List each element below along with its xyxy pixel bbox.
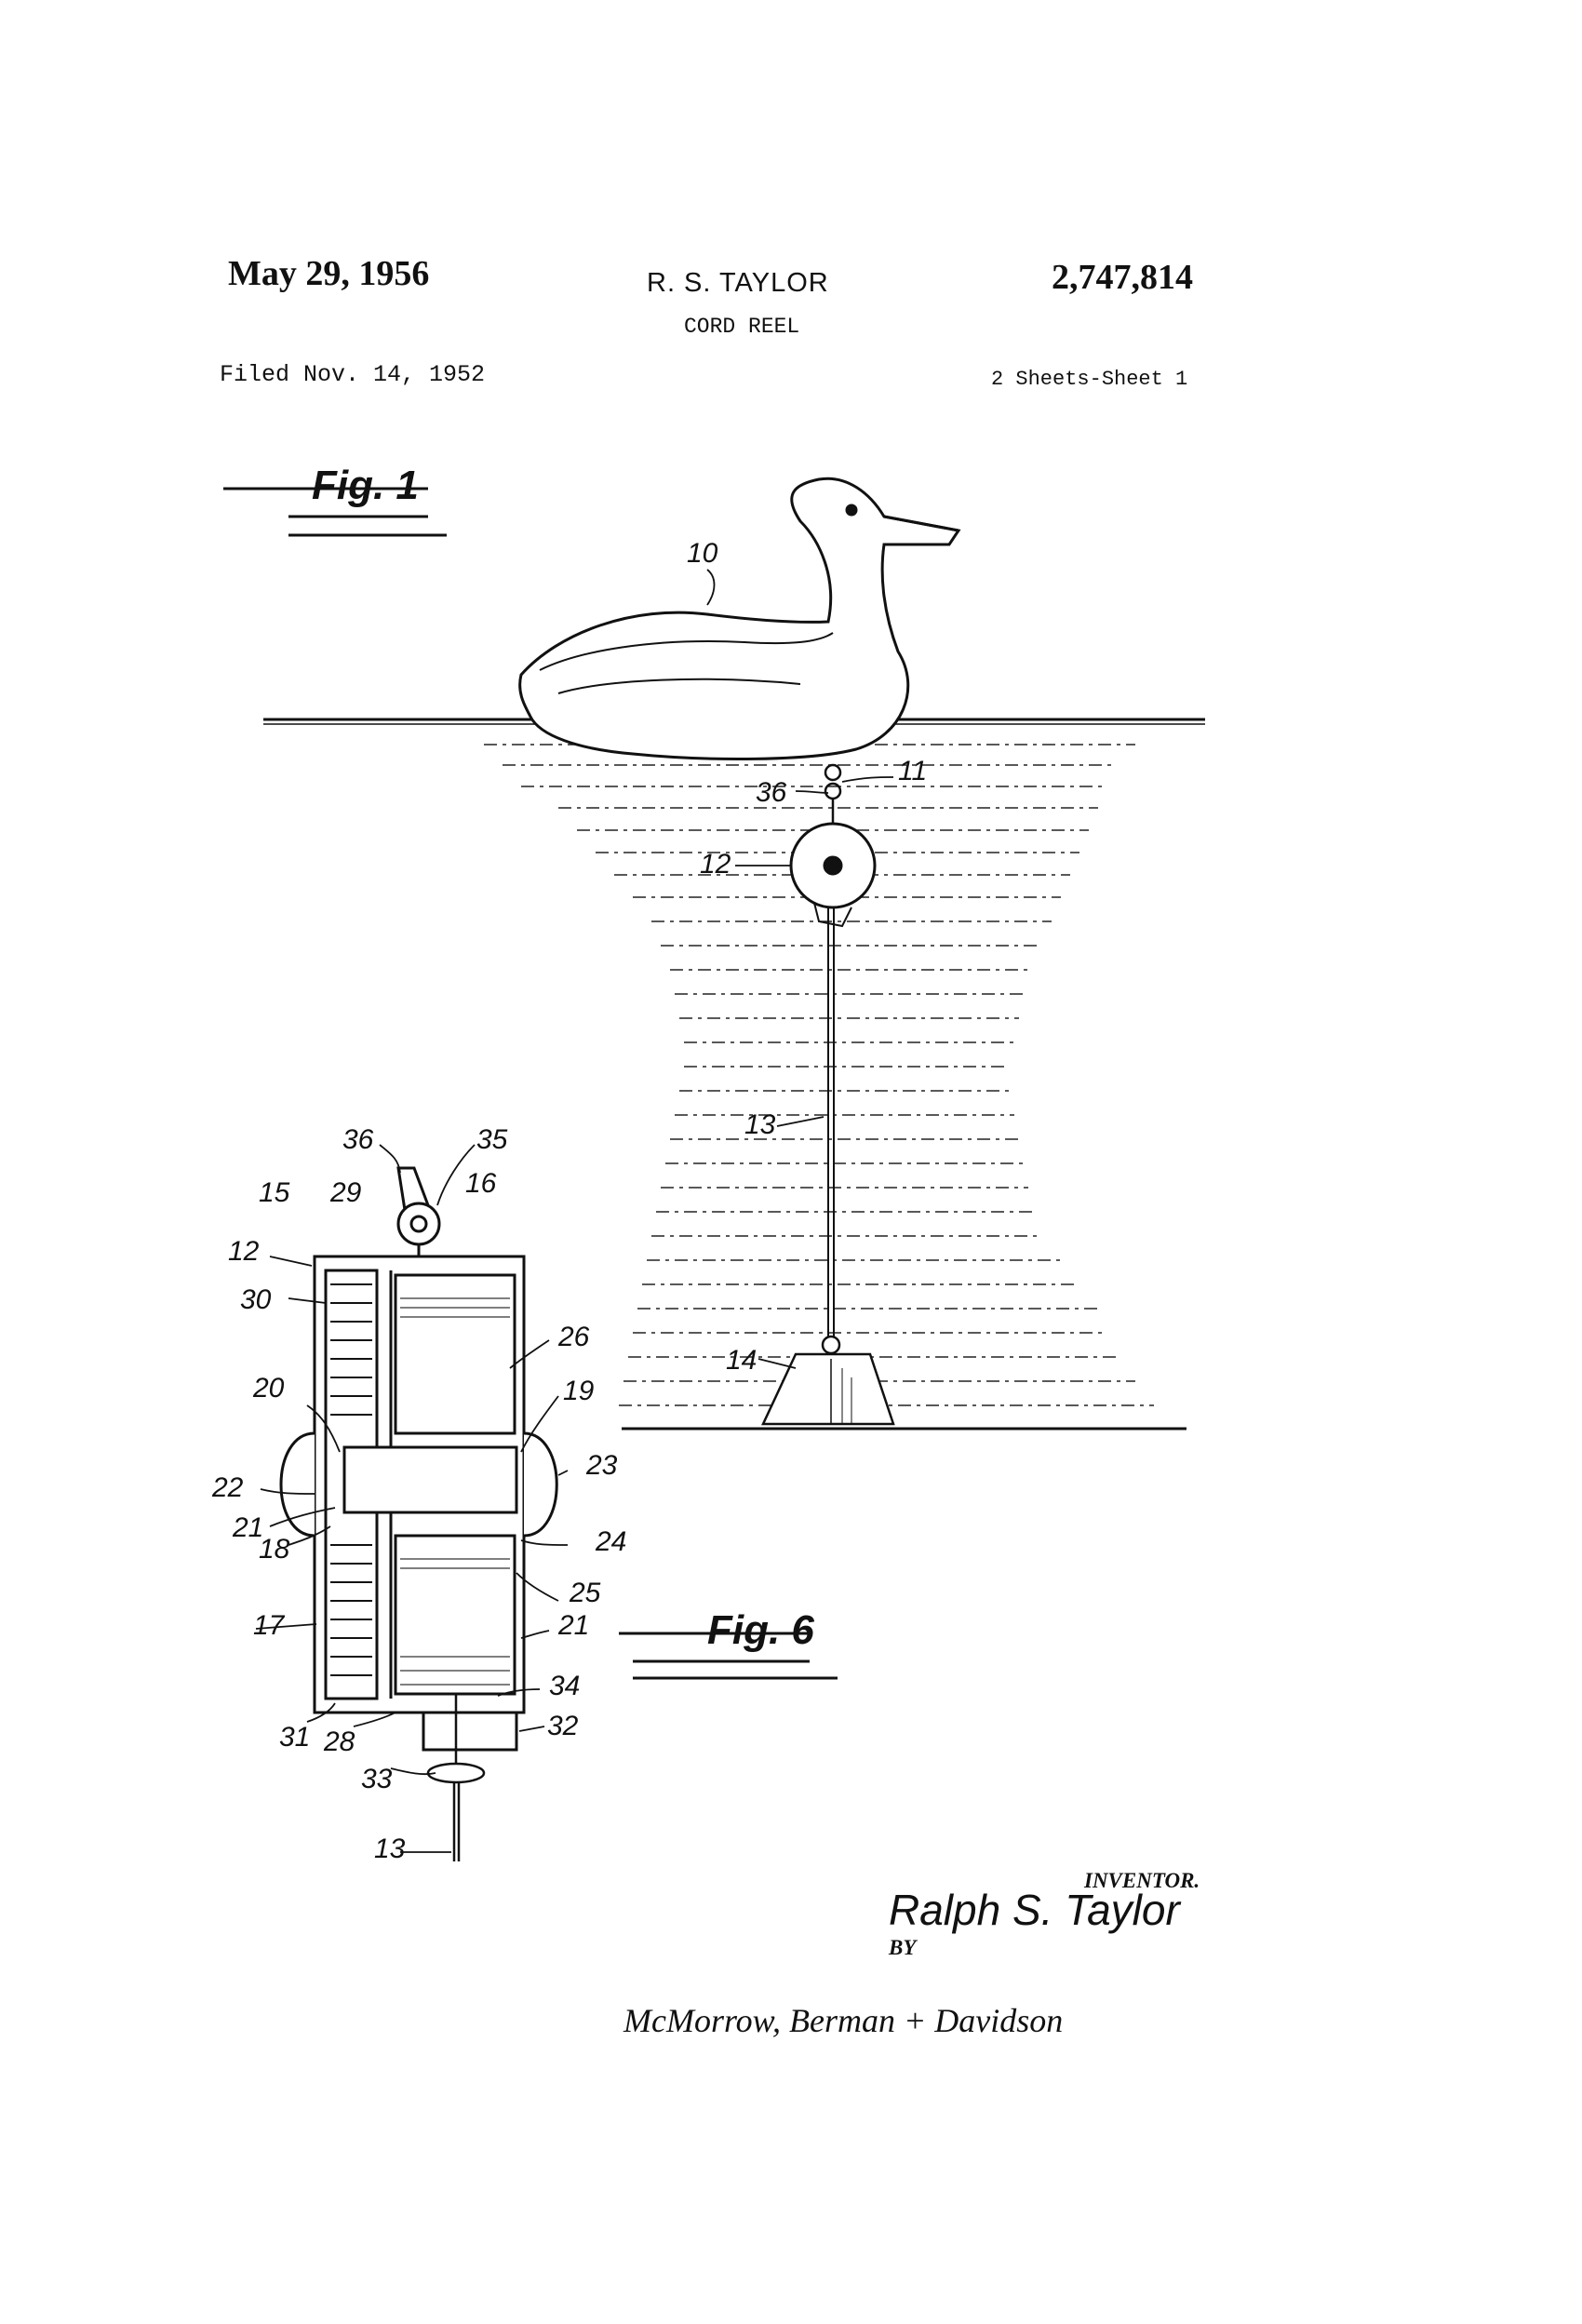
ref-36-fig6: 36 [342, 1124, 374, 1155]
ref-10: 10 [687, 538, 718, 569]
ref-28: 28 [324, 1726, 355, 1757]
cord-reel-section-fig6 [279, 1166, 558, 1752]
ref-32: 32 [547, 1711, 579, 1741]
ref-34: 34 [549, 1671, 581, 1701]
decoy-attachment [824, 763, 842, 824]
fig6-label-underline [619, 1632, 838, 1680]
inventor-signature: Ralph S. Taylor [889, 1886, 1180, 1934]
attorney-signature: McMorrow, Berman + Davidson [623, 2002, 1064, 2039]
ref-16: 16 [465, 1168, 497, 1199]
ref-21-lower: 21 [558, 1610, 590, 1641]
ref-22: 22 [212, 1472, 244, 1503]
ref-24: 24 [596, 1526, 627, 1557]
cord-exit [426, 1694, 486, 1861]
gear-hatching [330, 1283, 372, 1676]
duck-decoy [518, 477, 961, 760]
ref-25: 25 [570, 1578, 601, 1608]
anchor-cord [827, 907, 835, 1340]
leader-lines [255, 569, 894, 1853]
ref-21-upper: 21 [233, 1512, 264, 1543]
ref-19: 19 [563, 1376, 595, 1406]
ref-29: 29 [330, 1177, 362, 1208]
patent-title: CORD REEL [684, 315, 800, 339]
inventor-label: INVENTOR. [1084, 1869, 1200, 1892]
ref-12-fig6: 12 [228, 1236, 260, 1267]
ref-31: 31 [279, 1722, 311, 1753]
filed-date: Filed Nov. 14, 1952 [220, 361, 486, 388]
ref-23: 23 [586, 1450, 618, 1481]
ref-11: 11 [898, 756, 928, 786]
fig1-label-underline [223, 487, 447, 537]
ref-13-fig6: 13 [374, 1834, 406, 1864]
ref-33: 33 [361, 1764, 393, 1794]
spool-hatching [400, 1297, 510, 1686]
ref-18: 18 [259, 1534, 290, 1565]
patent-number: 2,747,814 [1052, 258, 1193, 297]
patent-date: May 29, 1956 [228, 254, 430, 293]
ref-20: 20 [253, 1373, 285, 1404]
ref-12-fig1: 12 [700, 849, 731, 880]
ref-15: 15 [259, 1177, 290, 1208]
ref-30: 30 [240, 1284, 272, 1315]
cord-reel-fig1 [789, 822, 877, 928]
ref-36-fig1: 36 [756, 777, 787, 808]
fig1-label: Fig. 1 [312, 463, 419, 508]
fig6-label: Fig. 6 [707, 1607, 814, 1653]
ref-17: 17 [253, 1610, 285, 1641]
inventor-header: R. S. TAYLOR [647, 268, 829, 298]
sheet-count: 2 Sheets-Sheet 1 [991, 368, 1188, 391]
ref-14: 14 [726, 1345, 757, 1376]
ref-35: 35 [476, 1124, 508, 1155]
ref-26: 26 [558, 1322, 590, 1352]
by-label: BY [889, 1936, 917, 1959]
anchor-weight [761, 1335, 895, 1426]
ref-13-fig1: 13 [744, 1109, 776, 1140]
